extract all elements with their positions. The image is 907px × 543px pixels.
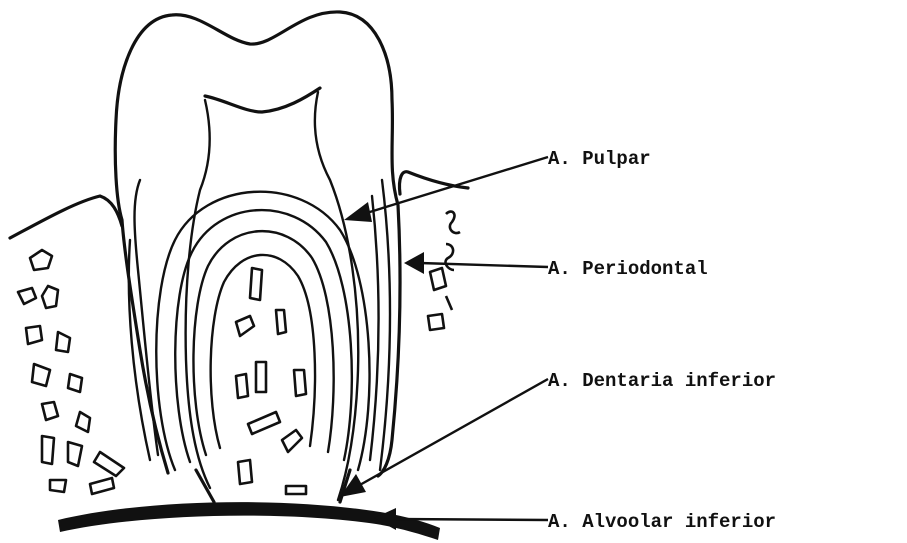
label-dentaria-inferior: A. Dentaria inferior	[548, 370, 776, 392]
label-pulpar: A. Pulpar	[548, 148, 651, 170]
root-side-line-right	[380, 180, 390, 470]
tooth-outline	[115, 12, 400, 476]
canal-line-2	[315, 92, 358, 500]
root-side-line-right-2	[370, 196, 379, 460]
canal-line-1	[186, 100, 210, 488]
leader-dentaria	[340, 379, 548, 497]
gum-line-left	[10, 196, 122, 238]
gum-line-right	[399, 172, 468, 194]
label-alveolar-inferior: A. Alvoolar inferior	[548, 511, 776, 533]
label-periodontal: A. Periodontal	[548, 258, 708, 280]
pulp-roof	[205, 88, 320, 112]
root-outer-contour	[135, 180, 159, 455]
leader-periodontal	[404, 252, 548, 274]
bone-trabeculae	[18, 212, 460, 494]
